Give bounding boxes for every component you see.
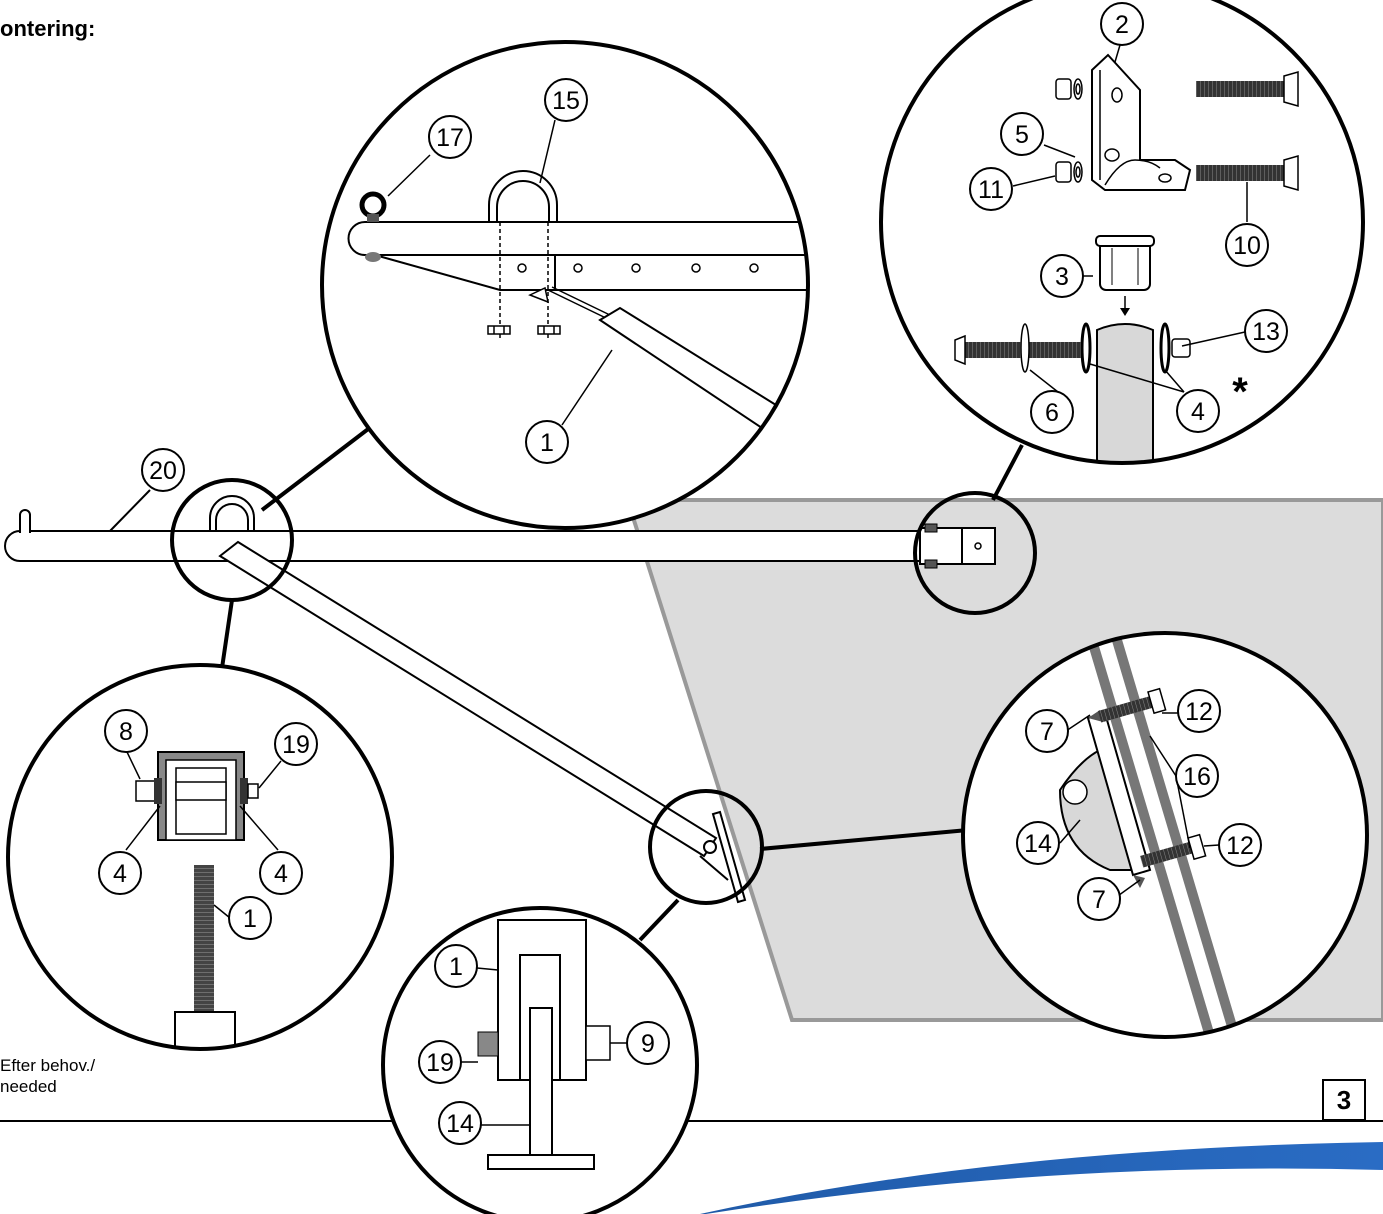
svg-text:8: 8 (119, 718, 133, 746)
detail-bottom-left (6, 663, 394, 1051)
callout-17: 17 (428, 115, 472, 159)
callout-12-b: 12 (1218, 823, 1262, 867)
detail-top-right (879, 0, 1365, 465)
svg-text:9: 9 (641, 1030, 655, 1058)
svg-text:14: 14 (1024, 830, 1052, 858)
svg-text:4: 4 (1191, 398, 1205, 426)
svg-text:13: 13 (1252, 318, 1280, 346)
svg-text:16: 16 (1183, 763, 1211, 791)
callout-4-top: 4 (1176, 389, 1220, 433)
callout-15: 15 (544, 78, 588, 122)
page-number: 3 (1322, 1079, 1366, 1121)
callouts: 17 15 1 2 5 11 10 3 13 6 4 20 8 19 4 4 1… (98, 2, 1288, 1145)
bar-end-fitting (919, 523, 996, 569)
callout-4-left-a: 4 (98, 851, 142, 895)
svg-text:15: 15 (552, 87, 580, 115)
footnote-line-1: Efter behov./ (0, 1056, 96, 1075)
callout-9: 9 (626, 1021, 670, 1065)
svg-text:7: 7 (1040, 718, 1054, 746)
detail-top-middle (320, 40, 810, 530)
callout-2: 2 (1100, 2, 1144, 46)
callout-6: 6 (1030, 390, 1074, 434)
svg-text:1: 1 (449, 953, 463, 981)
zoom-ring-hinge (170, 478, 294, 602)
svg-text:4: 4 (113, 860, 127, 888)
svg-text:3: 3 (1055, 263, 1069, 291)
svg-text:1: 1 (243, 905, 257, 933)
star-marker: * (1232, 370, 1248, 414)
footnote: Efter behov./ needed (0, 1055, 95, 1097)
svg-text:17: 17 (436, 124, 464, 152)
callout-1-bottom: 1 (434, 944, 478, 988)
leader-lines (125, 44, 1248, 1126)
footnote-line-2: needed (0, 1077, 57, 1096)
callout-8: 8 (104, 709, 148, 753)
zoom-ring-bar-end (913, 491, 1037, 615)
callout-1-left: 1 (228, 896, 272, 940)
callout-4-left-b: 4 (259, 851, 303, 895)
diagonal-strut (218, 540, 718, 858)
svg-text:11: 11 (978, 176, 1004, 204)
page-heading: ontering: (0, 16, 96, 41)
callout-5: 5 (1000, 112, 1044, 156)
callout-14-right: 14 (1016, 821, 1060, 865)
zoom-ring-strut-end (648, 789, 764, 905)
svg-text:12: 12 (1226, 832, 1254, 860)
svg-text:6: 6 (1045, 399, 1059, 427)
callout-7-b: 7 (1077, 877, 1121, 921)
svg-text:12: 12 (1185, 698, 1213, 726)
brand-swoosh (700, 1142, 1383, 1214)
u-bolt-on-bar (209, 495, 255, 531)
callout-20: 20 (141, 448, 185, 492)
svg-text:7: 7 (1092, 886, 1106, 914)
svg-text:19: 19 (282, 731, 310, 759)
connector-lines (220, 418, 1024, 942)
svg-text:19: 19 (426, 1049, 454, 1077)
svg-text:5: 5 (1015, 121, 1029, 149)
callout-11: 11 (969, 167, 1013, 211)
hull-bracket (699, 810, 747, 904)
svg-text:4: 4 (274, 860, 288, 888)
callout-16: 16 (1175, 754, 1219, 798)
callout-1-top: 1 (525, 420, 569, 464)
callout-3: 3 (1040, 254, 1084, 298)
svg-text:20: 20 (149, 457, 177, 485)
callout-10: 10 (1225, 223, 1269, 267)
callout-19-bottom: 19 (418, 1040, 462, 1084)
callout-19-left: 19 (274, 722, 318, 766)
svg-text:1: 1 (540, 429, 554, 457)
callout-14-bottom: 14 (438, 1101, 482, 1145)
svg-text:14: 14 (446, 1110, 474, 1138)
callout-12-a: 12 (1177, 689, 1221, 733)
callout-13: 13 (1244, 309, 1288, 353)
svg-text:2: 2 (1115, 11, 1129, 39)
svg-text:10: 10 (1233, 232, 1261, 260)
callout-7-a: 7 (1025, 709, 1069, 753)
